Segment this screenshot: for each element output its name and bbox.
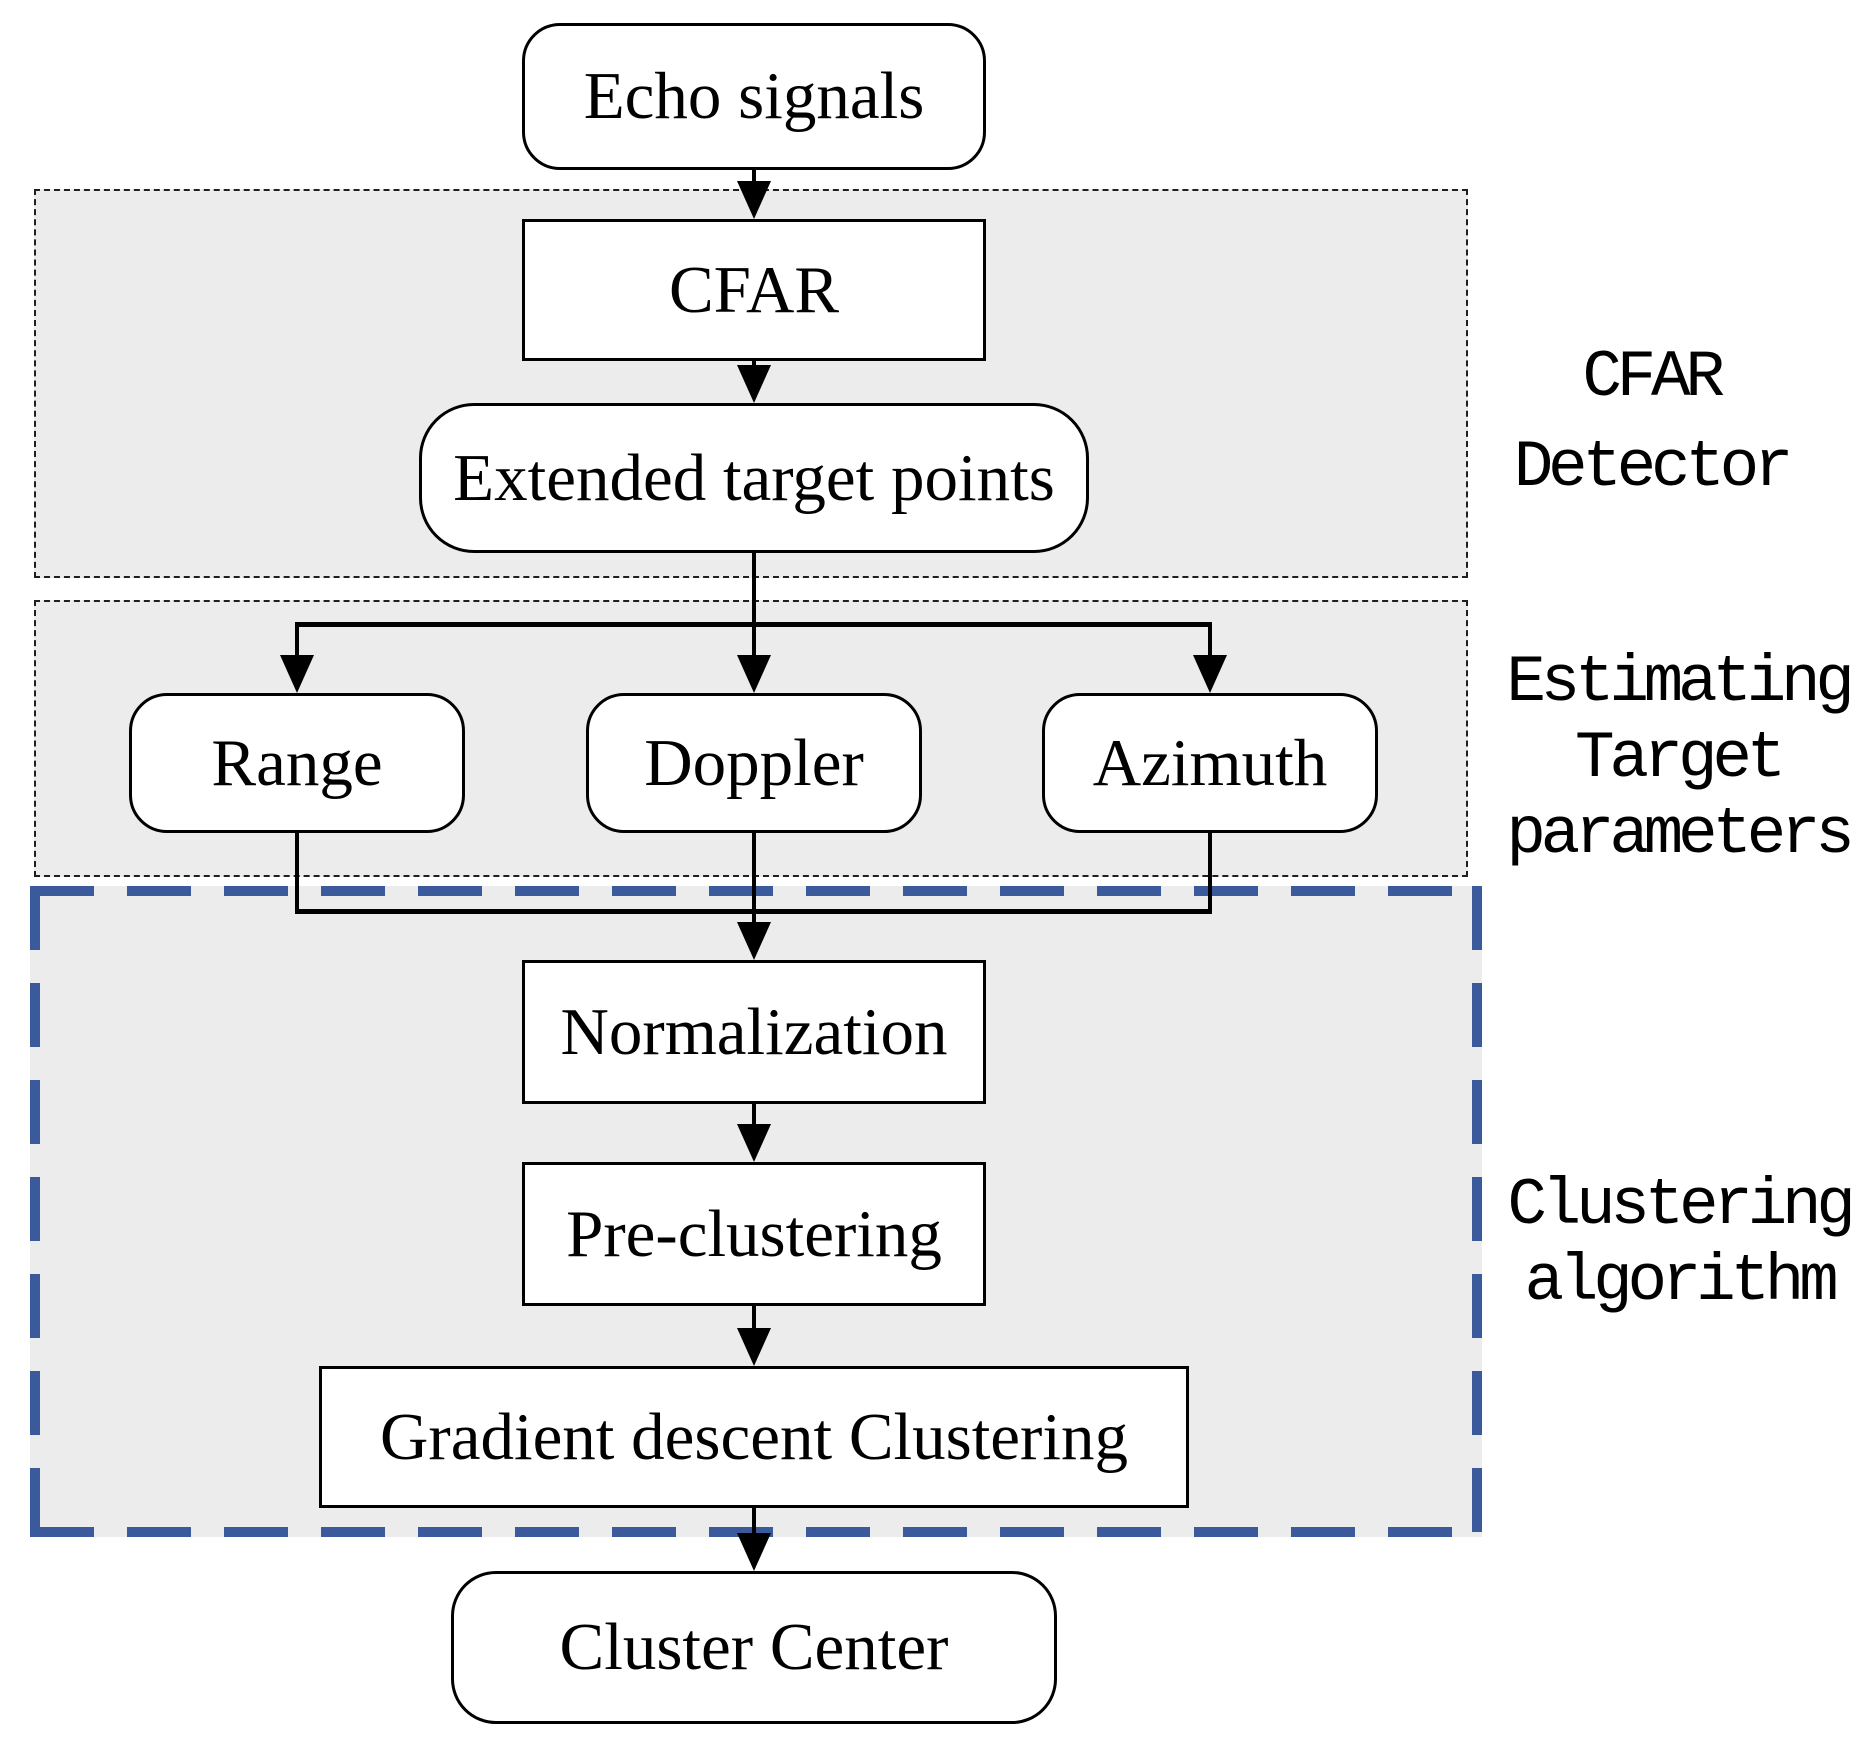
node-normalization-label: Normalization: [560, 994, 948, 1069]
node-doppler: Doppler: [586, 693, 922, 833]
node-echo-signals: Echo signals: [522, 23, 986, 170]
label-cfar-detector: CFAR Detector: [1513, 340, 1794, 505]
arrowhead-branch-range: [280, 655, 314, 693]
arrowhead-preclustering-gradient: [737, 1328, 771, 1366]
node-cfar: CFAR: [522, 219, 986, 361]
connector-doppler-normalization: [752, 831, 756, 923]
connector-preclustering-gradient: [752, 1304, 756, 1330]
node-cluster-center: Cluster Center: [451, 1571, 1057, 1724]
node-pre-clustering-label: Pre-clustering: [566, 1196, 942, 1271]
clustering-region-border-left: [30, 886, 40, 1537]
arrowhead-normalization-preclustering: [737, 1124, 771, 1162]
node-cluster-center-label: Cluster Center: [559, 1610, 949, 1684]
clustering-region-border-top: [30, 886, 1482, 896]
connector-branch-range: [295, 622, 299, 659]
connector-range-merge: [295, 831, 299, 914]
arrowhead-merge-normalization: [737, 922, 771, 960]
node-normalization: Normalization: [522, 960, 986, 1104]
node-extended-target-points-label: Extended target points: [453, 440, 1055, 515]
node-extended-target-points: Extended target points: [419, 403, 1089, 553]
label-estimating-target-parameters: Estimating Target parameters: [1506, 645, 1855, 872]
connector-branch-doppler: [752, 627, 756, 659]
connector-gradient-clustercenter: [752, 1506, 756, 1536]
branch-bar: [295, 622, 1212, 627]
arrowhead-branch-doppler: [737, 655, 771, 693]
node-doppler-label: Doppler: [644, 725, 864, 800]
node-gradient-descent-clustering-label: Gradient descent Clustering: [380, 1399, 1128, 1474]
connector-echo-cfar: [752, 168, 756, 184]
label-clustering-algorithm: Clustering algorithm: [1507, 1168, 1856, 1319]
node-range-label: Range: [211, 725, 383, 800]
node-range: Range: [129, 693, 465, 833]
node-pre-clustering: Pre-clustering: [522, 1162, 986, 1306]
connector-branch-azimuth: [1208, 622, 1212, 659]
arrowhead-gradient-clustercenter: [737, 1533, 771, 1571]
arrowhead-branch-azimuth: [1193, 655, 1227, 693]
arrowhead-cfar-extended: [737, 365, 771, 403]
node-gradient-descent-clustering: Gradient descent Clustering: [319, 1366, 1189, 1508]
clustering-region-border-bottom: [30, 1527, 1482, 1537]
connector-cfar-extended: [752, 359, 756, 369]
clustering-region-border-right: [1472, 886, 1482, 1537]
node-azimuth: Azimuth: [1042, 693, 1378, 833]
connector-normalization-preclustering: [752, 1102, 756, 1126]
node-cfar-label: CFAR: [668, 252, 840, 327]
node-echo-signals-label: Echo signals: [583, 59, 925, 133]
node-azimuth-label: Azimuth: [1092, 725, 1328, 800]
arrowhead-echo-cfar: [737, 181, 771, 219]
connector-extended-branch: [752, 551, 756, 627]
connector-azimuth-merge: [1208, 831, 1212, 914]
